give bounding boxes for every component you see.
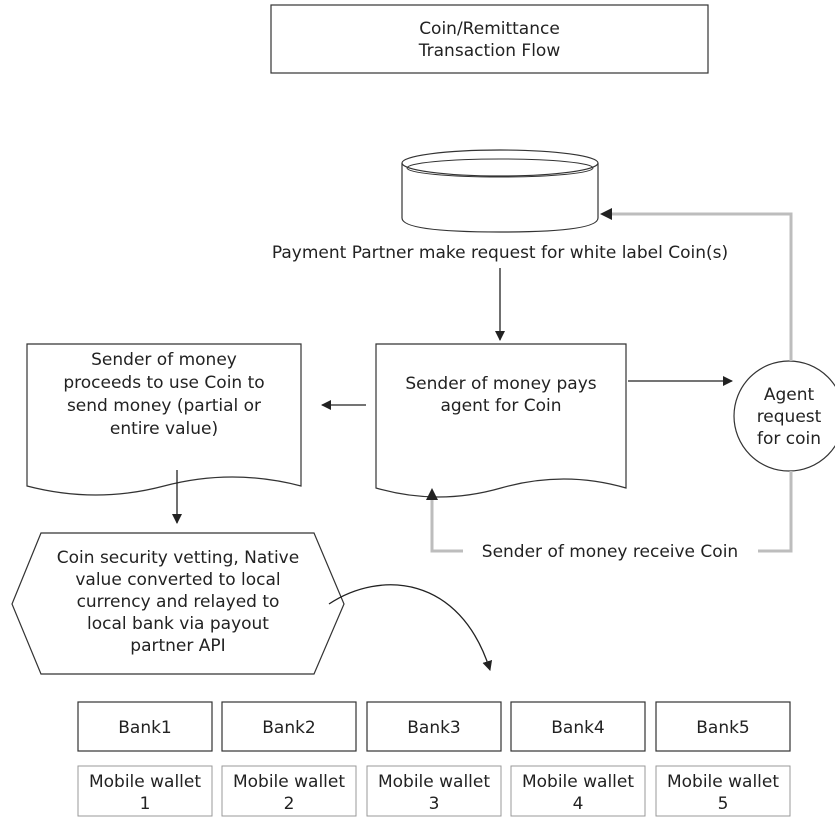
vetting-line-2: value converted to local: [75, 570, 280, 590]
arrowhead-to-sender: [426, 488, 438, 500]
bank-5-label: Bank5: [696, 718, 750, 738]
bank-4-label: Bank4: [551, 718, 605, 738]
wallet-5-line-2: 5: [718, 794, 729, 814]
database-icon: [401, 149, 599, 233]
sender-uses-line-4: entire value): [110, 419, 218, 439]
bank-3-label: Bank3: [407, 718, 461, 738]
vetting-line-1: Coin security vetting, Native: [57, 548, 299, 568]
receive-coin-label: Sender of money receive Coin: [482, 542, 738, 562]
wallet-3: Mobile wallet 3: [366, 765, 502, 817]
wallet-1-line-2: 1: [140, 794, 151, 814]
title-line-2: Transaction Flow: [418, 41, 561, 61]
sender-uses-line-1: Sender of money: [91, 350, 237, 370]
wallet-1: Mobile wallet 1: [77, 765, 213, 817]
wallet-2: Mobile wallet 2: [221, 765, 357, 817]
wallet-5: Mobile wallet 5: [655, 765, 791, 817]
vetting-line-3: currency and relayed to: [77, 592, 280, 612]
bank-1: Bank1: [77, 701, 213, 752]
bank-5: Bank5: [655, 701, 791, 752]
agent-line-3: for coin: [757, 429, 821, 449]
wallet-4: Mobile wallet 4: [510, 765, 646, 817]
agent-line-1: Agent: [764, 385, 815, 405]
connector-agent-to-db: [610, 212, 793, 361]
sender-pays-box: Sender of money pays agent for Coin: [375, 343, 627, 498]
wallet-4-line-2: 4: [573, 794, 584, 814]
title-line-1: Coin/Remittance: [419, 19, 560, 39]
bank-2-label: Bank2: [262, 718, 316, 738]
connector-receive-to-sender: [430, 500, 463, 553]
arrowhead-to-db: [600, 208, 612, 220]
connector-agent-to-receive: [758, 471, 793, 553]
title-box: Coin/Remittance Transaction Flow: [270, 4, 709, 74]
sender-uses-line-2: proceeds to use Coin to: [63, 373, 264, 393]
vetting-line-5: partner API: [130, 636, 225, 656]
sender-pays-line-2: agent for Coin: [440, 396, 561, 416]
wallet-3-line-1: Mobile wallet: [378, 772, 490, 792]
wallet-5-line-1: Mobile wallet: [667, 772, 779, 792]
database-caption: Payment Partner make request for white l…: [272, 243, 728, 263]
wallet-1-line-1: Mobile wallet: [89, 772, 201, 792]
agent-circle: Agent request for coin: [733, 360, 835, 472]
wallet-3-line-2: 3: [429, 794, 440, 814]
bank-2: Bank2: [221, 701, 357, 752]
bank-1-label: Bank1: [118, 718, 172, 738]
sender-uses-box: Sender of money proceeds to use Coin to …: [26, 343, 302, 496]
vetting-box: Coin security vetting, Native value conv…: [11, 532, 345, 675]
wallet-2-line-1: Mobile wallet: [233, 772, 345, 792]
wallet-4-line-1: Mobile wallet: [522, 772, 634, 792]
bank-4: Bank4: [510, 701, 646, 752]
agent-line-2: request: [757, 407, 822, 427]
sender-uses-line-3: send money (partial or: [67, 396, 261, 416]
vetting-line-4: local bank via payout: [87, 614, 269, 634]
bank-3: Bank3: [366, 701, 502, 752]
sender-pays-line-1: Sender of money pays: [405, 374, 596, 394]
wallet-2-line-2: 2: [284, 794, 295, 814]
arrow-vetting-to-banks: [328, 584, 493, 671]
